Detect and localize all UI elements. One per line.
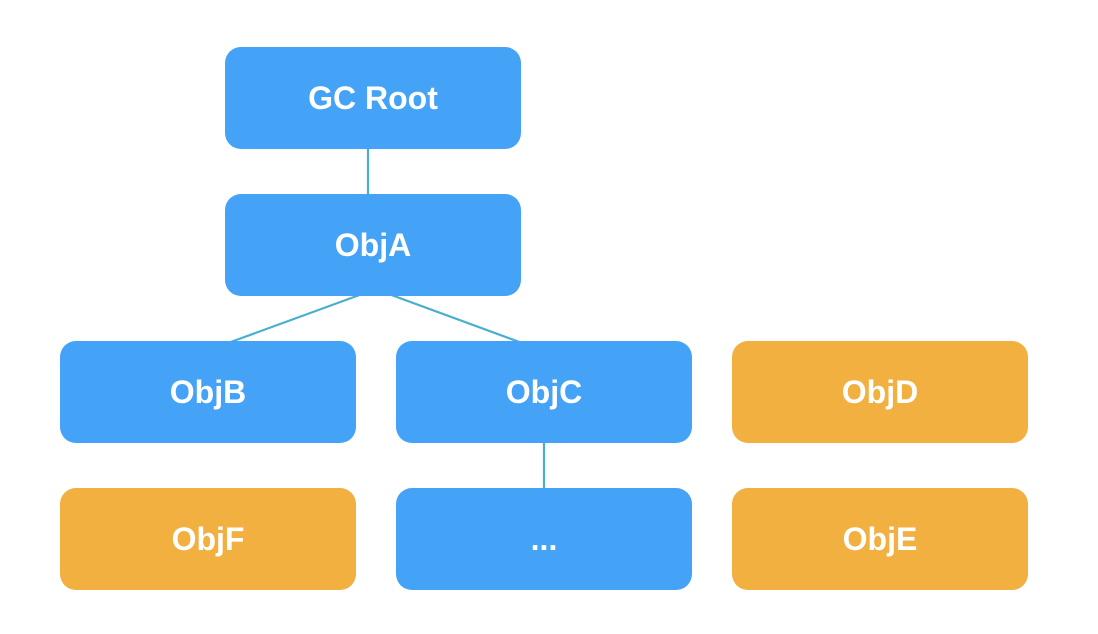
obj-b-node: ObjB	[60, 341, 356, 443]
gc-root-node: GC Root	[225, 47, 521, 149]
edge-obja-objc	[385, 291, 523, 345]
obj-a-node: ObjA	[225, 194, 521, 296]
obj-f-node: ObjF	[60, 488, 356, 590]
obj-e-label: ObjE	[842, 520, 918, 557]
obj-more-label: ...	[530, 520, 558, 557]
obj-c-node: ObjC	[396, 341, 692, 443]
obj-f-label: ObjF	[171, 520, 245, 557]
obj-a-label: ObjA	[334, 226, 412, 263]
edge-obja-objb	[227, 291, 366, 345]
obj-e-node: ObjE	[732, 488, 1028, 590]
obj-d-node: ObjD	[732, 341, 1028, 443]
obj-b-label: ObjB	[169, 373, 247, 410]
obj-more-node: ...	[396, 488, 692, 590]
gc-root-label: GC Root	[308, 79, 438, 116]
obj-c-label: ObjC	[505, 373, 583, 410]
obj-d-label: ObjD	[841, 373, 919, 410]
